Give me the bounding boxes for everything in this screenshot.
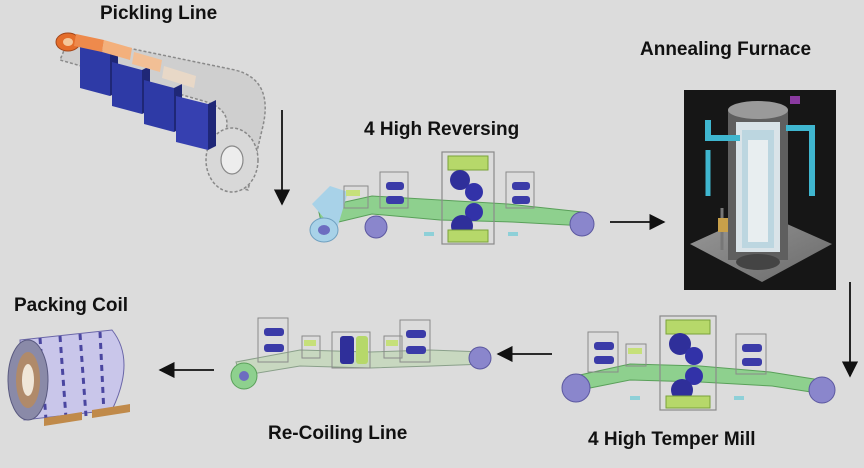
label-re-coiling-line: Re-Coiling Line: [268, 423, 408, 444]
packing-coil-illustration: [7, 329, 130, 426]
pickling-line-illustration: [55, 32, 266, 193]
re-coiling-line-illustration: [230, 317, 492, 390]
four-high-temper-mill-illustration: [561, 315, 836, 411]
four-high-reversing-illustration: [309, 151, 595, 245]
annealing-furnace-illustration: [684, 90, 836, 290]
label-packing-coil: Packing Coil: [14, 295, 129, 316]
label-pickling-line: Pickling Line: [100, 3, 218, 24]
label-four-high-reversing: 4 High Reversing: [364, 119, 520, 140]
label-annealing-furnace: Annealing Furnace: [640, 39, 812, 60]
label-four-high-temper-mill: 4 High Temper Mill: [588, 429, 756, 450]
